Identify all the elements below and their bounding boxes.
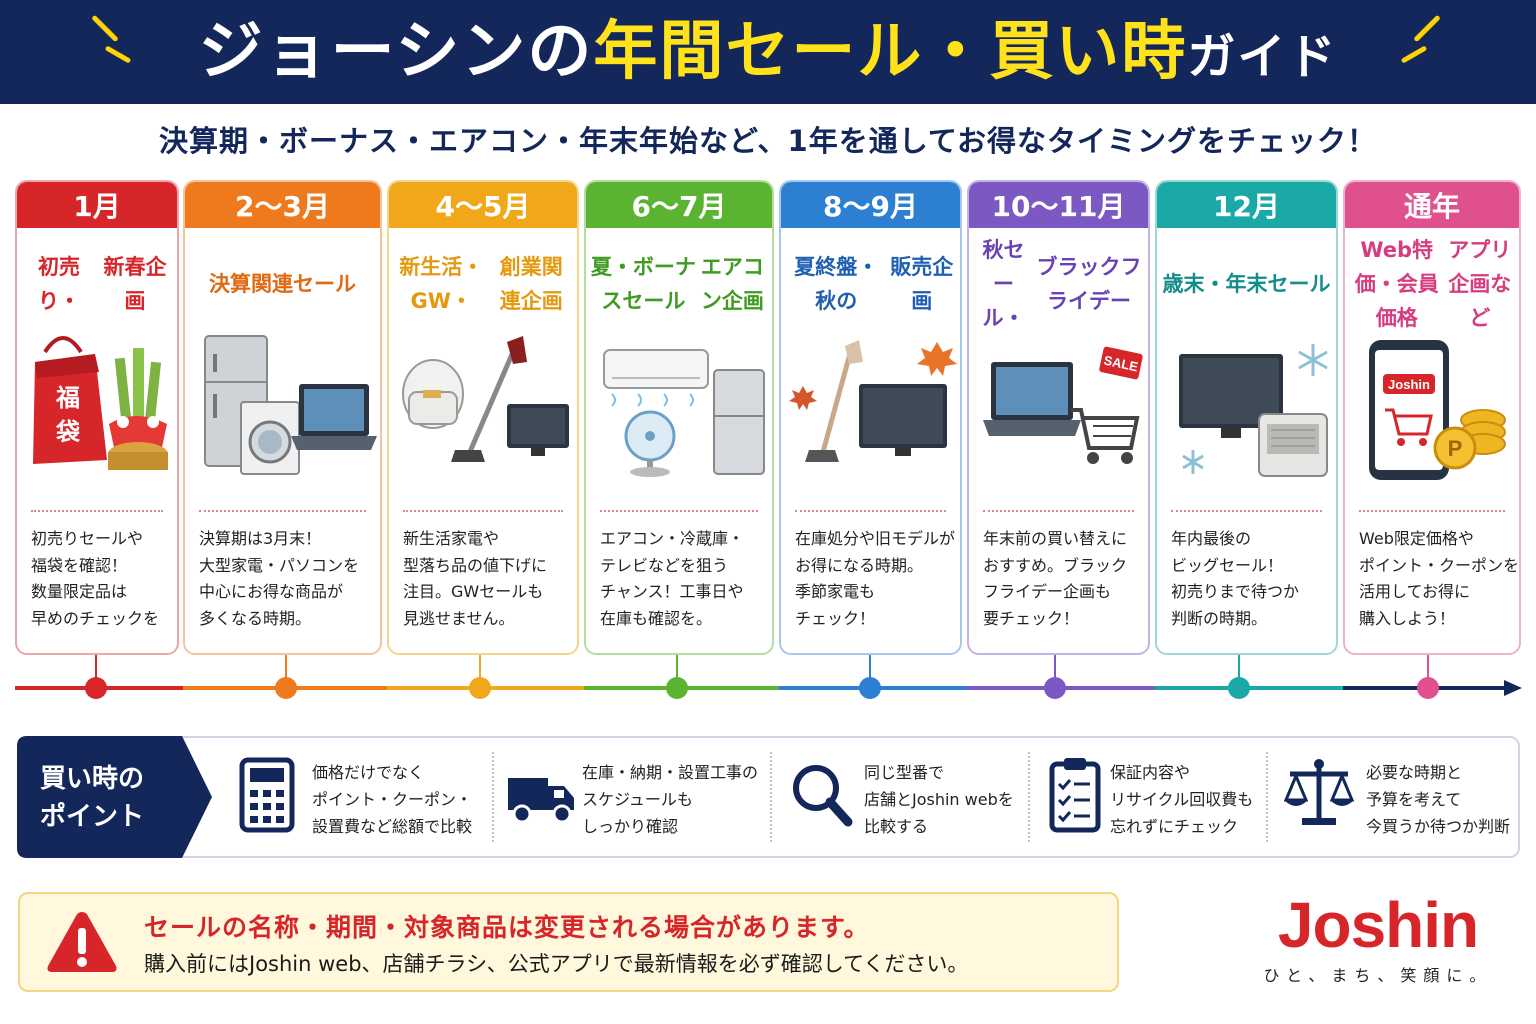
timeline-tick	[676, 655, 678, 687]
month-card-title: 夏・ボーナスセールエアコン企画	[590, 255, 764, 313]
point-divider	[1028, 752, 1030, 842]
month-card-dec: 12月 歳末・年末セール 年内最後のビッグセール！初売りまで待つか判断の時期。	[1155, 180, 1338, 655]
month-card-aug-sep: 8～9月 夏終盤・秋の販売企画 在庫処分や旧モデルがお得になる時期。季節家電もチ…	[779, 180, 962, 655]
notice-box	[18, 892, 1119, 992]
timeline-tick	[479, 655, 481, 687]
svg-text:SALE: SALE	[1102, 353, 1139, 375]
month-card-period: 通年	[1345, 182, 1519, 228]
card-divider	[795, 510, 946, 512]
timeline-tick	[1054, 655, 1056, 687]
month-card-year-round: 通年 Web特価・会員価格アプリ企画など Joshin P Web限定価格やポイ…	[1343, 180, 1521, 655]
timeline-dot	[859, 677, 881, 699]
svg-text:福: 福	[55, 384, 80, 412]
notice-headline: セールの名称・期間・対象商品は変更される場合があります。	[144, 913, 870, 942]
point-divider	[492, 752, 494, 842]
month-card-period: 10～11月	[969, 182, 1148, 228]
calculator-icon	[239, 757, 295, 833]
svg-text:P: P	[1448, 436, 1463, 461]
buying-points-heading-badge	[17, 736, 212, 858]
timeline-tick	[1427, 655, 1429, 687]
timeline-dot	[1417, 677, 1439, 699]
svg-text:Joshin: Joshin	[1388, 377, 1430, 392]
joshin-logo: Joshin	[1277, 889, 1479, 961]
month-card-period: 4～5月	[389, 182, 577, 228]
lucky-bag-kadomatsu-icon: 福 袋	[33, 336, 168, 470]
appliances-icon	[204, 335, 377, 475]
month-card-description: 年内最後のビッグセール！初売りまで待つか判断の時期。	[1171, 529, 1300, 628]
month-card-period: 12月	[1157, 182, 1336, 228]
card-divider	[31, 510, 163, 512]
card-divider	[1171, 510, 1322, 512]
title-part-1: ジョーシンの	[198, 15, 594, 89]
card-divider	[1359, 510, 1505, 512]
timeline-tick	[95, 655, 97, 687]
month-card-period: 8～9月	[781, 182, 960, 228]
buying-points-heading: 買い時のポイント	[40, 764, 145, 832]
month-card-description: 初売りセールや福袋を確認！数量限定品は早めのチェックを	[31, 529, 160, 628]
buying-point-text: 保証内容やリサイクル回収費も忘れずにチェック	[1110, 763, 1254, 836]
point-divider	[770, 752, 772, 842]
checklist-icon	[1049, 758, 1101, 833]
notice-detail: 購入前にはJoshin web、店舗チラシ、公式アプリで最新情報を必ず確認してく…	[144, 952, 969, 976]
month-card-title: 歳末・年末セール	[1162, 272, 1331, 296]
card-divider	[403, 510, 563, 512]
warning-icon	[47, 912, 117, 972]
month-card-jun-jul: 6～7月 夏・ボーナスセールエアコン企画 エアコン・冷蔵庫・テレビなどを狙うチャ…	[584, 180, 774, 655]
month-card-apr-may: 4～5月 新生活・GW・創業関連企画 新生活家電や型落ち品の値下げに注目。GWセ…	[387, 180, 579, 655]
timeline-tick	[869, 655, 871, 687]
month-card-description: 新生活家電や型落ち品の値下げに注目。GWセールも見逃せません。	[403, 529, 548, 628]
delivery-truck-icon	[508, 778, 574, 824]
timeline-dot	[666, 677, 688, 699]
month-card-period: 1月	[17, 182, 177, 228]
timeline-tick	[285, 655, 287, 687]
month-card-title: 夏終盤・秋の販売企画	[794, 255, 954, 313]
magnifier-icon	[793, 765, 853, 827]
laptop-cart-sale-icon: SALE	[983, 346, 1143, 464]
month-card-description: 年末前の買い替えにおすすめ。ブラックフライデー企画も要チェック！	[983, 529, 1128, 628]
timeline-dot	[1044, 677, 1066, 699]
timeline-dot	[275, 677, 297, 699]
month-card-title: Web特価・会員価格アプリ企画など	[1354, 238, 1512, 330]
month-card-title: 新生活・GW・創業関連企画	[399, 255, 563, 313]
timeline-dot	[469, 677, 491, 699]
buying-point-text: 同じ型番で店舗とJoshin webを比較する	[864, 763, 1014, 836]
month-card-title: 秋セール・ブラックフライデー	[982, 238, 1142, 330]
timeline-dot	[1228, 677, 1250, 699]
aircon-fan-fridge-icon	[603, 349, 765, 477]
month-card-period: 6～7月	[586, 182, 772, 228]
month-card-period: 2～3月	[185, 182, 380, 228]
month-card-description: エアコン・冷蔵庫・テレビなどを狙うチャンス！工事日や在庫も確認を。	[600, 529, 745, 628]
smartphone-app-coins-icon: Joshin P	[1369, 340, 1506, 480]
card-divider	[983, 510, 1134, 512]
vacuum-tv-leaves-icon	[789, 340, 957, 462]
card-divider	[199, 510, 366, 512]
timeline-tick	[1238, 655, 1240, 687]
balance-scale-icon	[1283, 759, 1355, 825]
month-card-oct-nov: 10～11月 秋セール・ブラックフライデー SALE 年末前の買い替えにおすすめ…	[967, 180, 1150, 655]
rice-cooker-vacuum-tv-icon	[402, 336, 569, 462]
month-card-title: 初売り・新春企画	[38, 255, 167, 313]
buying-point-text: 価格だけでなくポイント・クーポン・設置費など総額で比較	[312, 763, 473, 836]
svg-text:袋: 袋	[55, 418, 81, 446]
month-card-description: 在庫処分や旧モデルがお得になる時期。季節家電もチェック！	[795, 529, 956, 628]
month-card-feb-mar: 2～3月 決算関連セール 決算期は3月末！大型家電・パソコンを中心にお得な商品が…	[183, 180, 382, 655]
tv-heater-snow-icon	[1179, 344, 1328, 477]
point-divider	[1266, 752, 1268, 842]
month-card-description: 決算期は3月末！大型家電・パソコンを中心にお得な商品が多くなる時期。	[199, 529, 360, 628]
card-divider	[600, 510, 758, 512]
buying-point-text: 在庫・納期・設置工事のスケジュールもしっかり確認	[582, 763, 759, 836]
month-card-title: 決算関連セール	[209, 272, 356, 296]
header-banner: ジョーシンの年間セール・買い時ガイド	[0, 0, 1536, 104]
month-card-jan: 1月 初売り・新春企画 福 袋 初売りセールや福袋を確認！数量限定品は早めのチェ…	[15, 180, 179, 655]
buying-point-text: 必要な時期と予算を考えて今買うか待つか判断	[1366, 763, 1511, 836]
timeline-dot	[85, 677, 107, 699]
brand-tagline: ひと、まち、笑顔に。	[1263, 966, 1493, 985]
title-part-2: 年間セール・買い時	[593, 15, 1188, 89]
timeline-arrow-icon	[1504, 680, 1522, 696]
title-part-3: ガイド	[1187, 29, 1338, 85]
month-card-description: Web限定価格やポイント・クーポンを活用してお得に購入しよう！	[1359, 529, 1520, 628]
page-title: ジョーシンの年間セール・買い時ガイド	[0, 8, 1536, 101]
page-subtitle: 決算期・ボーナス・エアコン・年末年始など、1年を通してお得なタイミングをチェック…	[159, 124, 1377, 158]
